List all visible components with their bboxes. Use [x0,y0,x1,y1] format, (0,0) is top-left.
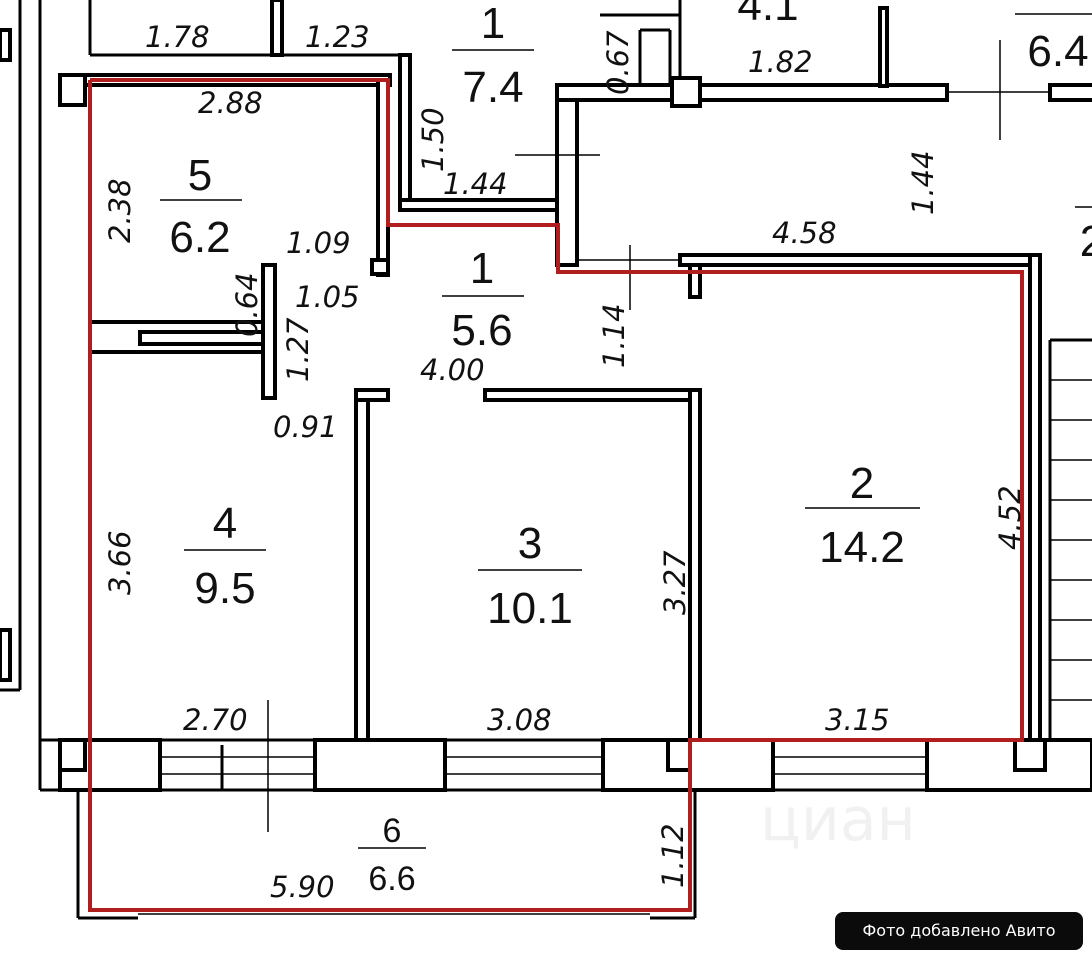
dimension-label: 1.23 [305,20,370,54]
watermark: циан [760,785,916,855]
dimension-label: 1.82 [748,45,813,79]
svg-text:4: 4 [213,499,237,548]
dimension-label: 1.27 [281,317,315,382]
dimension-label: 1.44 [443,167,508,201]
room-labels: 5 6.2 1 5.6 4 9.5 3 10.1 2 14.2 6 6.6 [160,0,1092,898]
dimension-label: 0.67 [601,30,635,95]
room-2-label: 2 14.2 [805,459,920,572]
svg-text:10.1: 10.1 [487,584,573,633]
svg-text:4.1: 4.1 [737,0,798,30]
dimension-label: 4.00 [420,353,485,387]
dimension-label: 3.27 [658,550,692,615]
svg-text:1: 1 [470,244,494,293]
svg-text:6.6: 6.6 [368,860,415,898]
svg-text:2: 2 [1080,217,1092,266]
svg-text:14.2: 14.2 [819,523,905,572]
dimension-label: 2.70 [183,703,248,737]
dimension-label: 3.08 [487,703,552,737]
room-1-label: 1 5.6 [442,244,524,355]
dimension-label: 5.90 [270,870,335,904]
dimension-label: 2.88 [198,86,263,120]
dimension-label: 4.52 [993,485,1027,550]
svg-text:7.4: 7.4 [462,63,523,112]
dimension-label: 1.14 [597,303,631,368]
dimension-label: 1.05 [295,280,360,314]
svg-text:1: 1 [481,0,505,48]
photo-source-badge: Фото добавлено Авито [835,912,1083,950]
dimension-label: 1.44 [906,150,940,215]
neighbor-room-labels: 1 7.4 4.1 6.4 2 [452,0,1092,266]
svg-text:6.4: 6.4 [1027,27,1088,76]
dimension-labels: 1.78 1.23 0.67 1.82 2.88 1.50 1.44 1.44 … [103,20,1027,904]
svg-text:9.5: 9.5 [194,564,255,613]
svg-text:5.6: 5.6 [451,306,512,355]
walls [0,0,1092,920]
dimension-label: 2.38 [103,178,137,243]
room-6-label: 6 6.6 [358,812,426,898]
room-5-label: 5 6.2 [160,151,242,262]
dimension-label: 4.58 [772,216,837,250]
room-3-label: 3 10.1 [478,519,582,633]
svg-text:3: 3 [518,519,542,568]
svg-text:6: 6 [383,812,402,850]
dimension-label: 3.66 [103,530,137,595]
dimension-label: 0.64 [230,272,264,337]
dimension-label: 3.15 [825,703,890,737]
dimension-label: 1.78 [145,20,210,54]
room-4-label: 4 9.5 [184,499,266,613]
apartment-outline [88,78,1024,912]
dimension-label: 1.09 [286,226,351,260]
svg-text:5: 5 [188,151,212,200]
dimension-label: 1.12 [656,823,690,888]
dimension-label: 1.50 [416,107,450,172]
svg-text:6.2: 6.2 [169,213,230,262]
dimension-label: 0.91 [273,410,338,444]
svg-text:2: 2 [850,459,874,508]
